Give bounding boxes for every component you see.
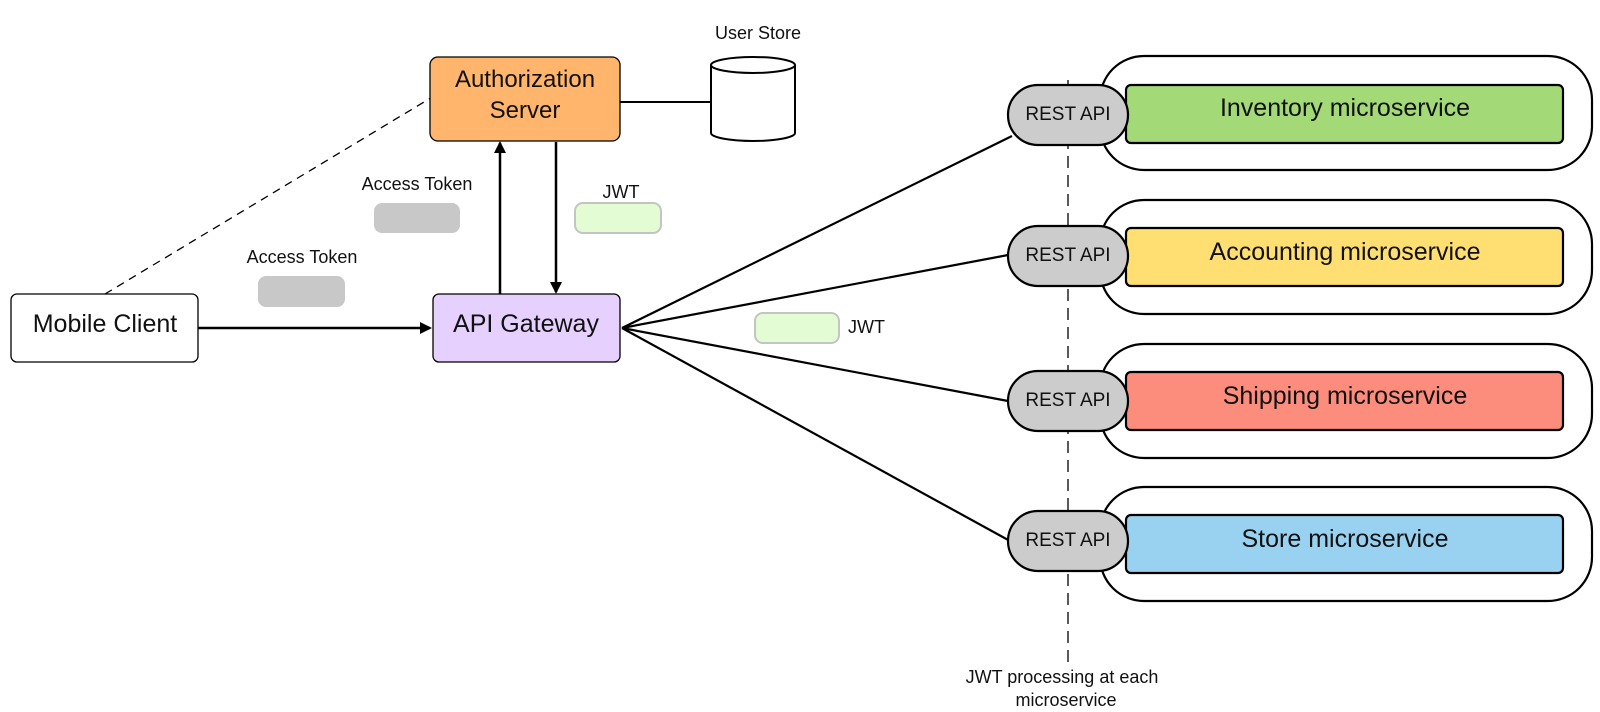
jwt-token-services-label: JWT: [848, 317, 885, 337]
authorization-server-box: [429, 56, 621, 142]
api-gateway[interactable]: API Gateway: [432, 293, 621, 363]
gateway-shipping-line: [621, 326, 1009, 403]
user-store[interactable]: User Store: [710, 23, 801, 142]
microservice-label: Accounting microservice: [1210, 238, 1481, 266]
access-token-upper-chip: [374, 203, 460, 233]
jwt-token-auth-chip: [574, 202, 662, 234]
microservice-label: Store microservice: [1242, 525, 1449, 553]
gateway-accounting-line: [621, 253, 1009, 330]
jwt-token-auth-label: JWT: [603, 182, 640, 202]
rest-api-label: REST API: [1025, 530, 1110, 551]
authorization-server-label-line1: Authorization: [455, 66, 595, 93]
user-store-label: User Store: [715, 23, 801, 43]
microservice-row[interactable]: Accounting microservice REST API: [1006, 198, 1594, 316]
microservice-row[interactable]: Store microservice REST API: [1006, 485, 1594, 603]
database-icon-top: [710, 56, 796, 74]
jwt-token-services-chip: [754, 312, 840, 344]
access-token-lower-label: Access Token: [247, 247, 358, 267]
microservice-label: Inventory microservice: [1220, 94, 1470, 122]
rest-api-badge[interactable]: [1006, 224, 1130, 288]
microservices-group: Inventory microservice REST API Accounti…: [1006, 54, 1594, 603]
authorization-server-label-line2: Server: [490, 97, 561, 124]
access-token-lower: Access Token: [247, 247, 358, 307]
rest-api-badge[interactable]: [1006, 83, 1130, 147]
authorization-server[interactable]: Authorization Server: [429, 56, 621, 142]
access-token-upper-label: Access Token: [362, 174, 473, 194]
microservice-row[interactable]: Shipping microservice REST API: [1006, 342, 1594, 460]
jwt-processing-note-line2: microservice: [1015, 690, 1116, 710]
jwt-token-auth: JWT: [574, 182, 662, 234]
access-token-lower-chip: [258, 276, 345, 307]
mobile-client-label: Mobile Client: [33, 310, 178, 338]
access-token-upper: Access Token: [362, 174, 473, 233]
gateway-inventory-line: [621, 135, 1013, 329]
rest-api-badge[interactable]: [1006, 369, 1130, 433]
rest-api-badge[interactable]: [1006, 509, 1130, 573]
database-icon: [710, 65, 796, 142]
rest-api-label: REST API: [1025, 245, 1110, 266]
api-gateway-label: API Gateway: [453, 310, 599, 338]
microservice-row[interactable]: Inventory microservice REST API: [1006, 54, 1594, 172]
gateway-store-line: [621, 327, 1011, 542]
rest-api-label: REST API: [1025, 390, 1110, 411]
api-gateway-box: [432, 293, 621, 363]
rest-api-label: REST API: [1025, 104, 1110, 125]
microservice-label: Shipping microservice: [1223, 382, 1468, 410]
jwt-token-services: JWT: [754, 312, 885, 344]
dashed-auth-link: [104, 95, 435, 295]
jwt-processing-note-line1: JWT processing at each: [966, 667, 1159, 687]
mobile-client-box: [10, 293, 199, 363]
mobile-client[interactable]: Mobile Client: [10, 293, 199, 363]
